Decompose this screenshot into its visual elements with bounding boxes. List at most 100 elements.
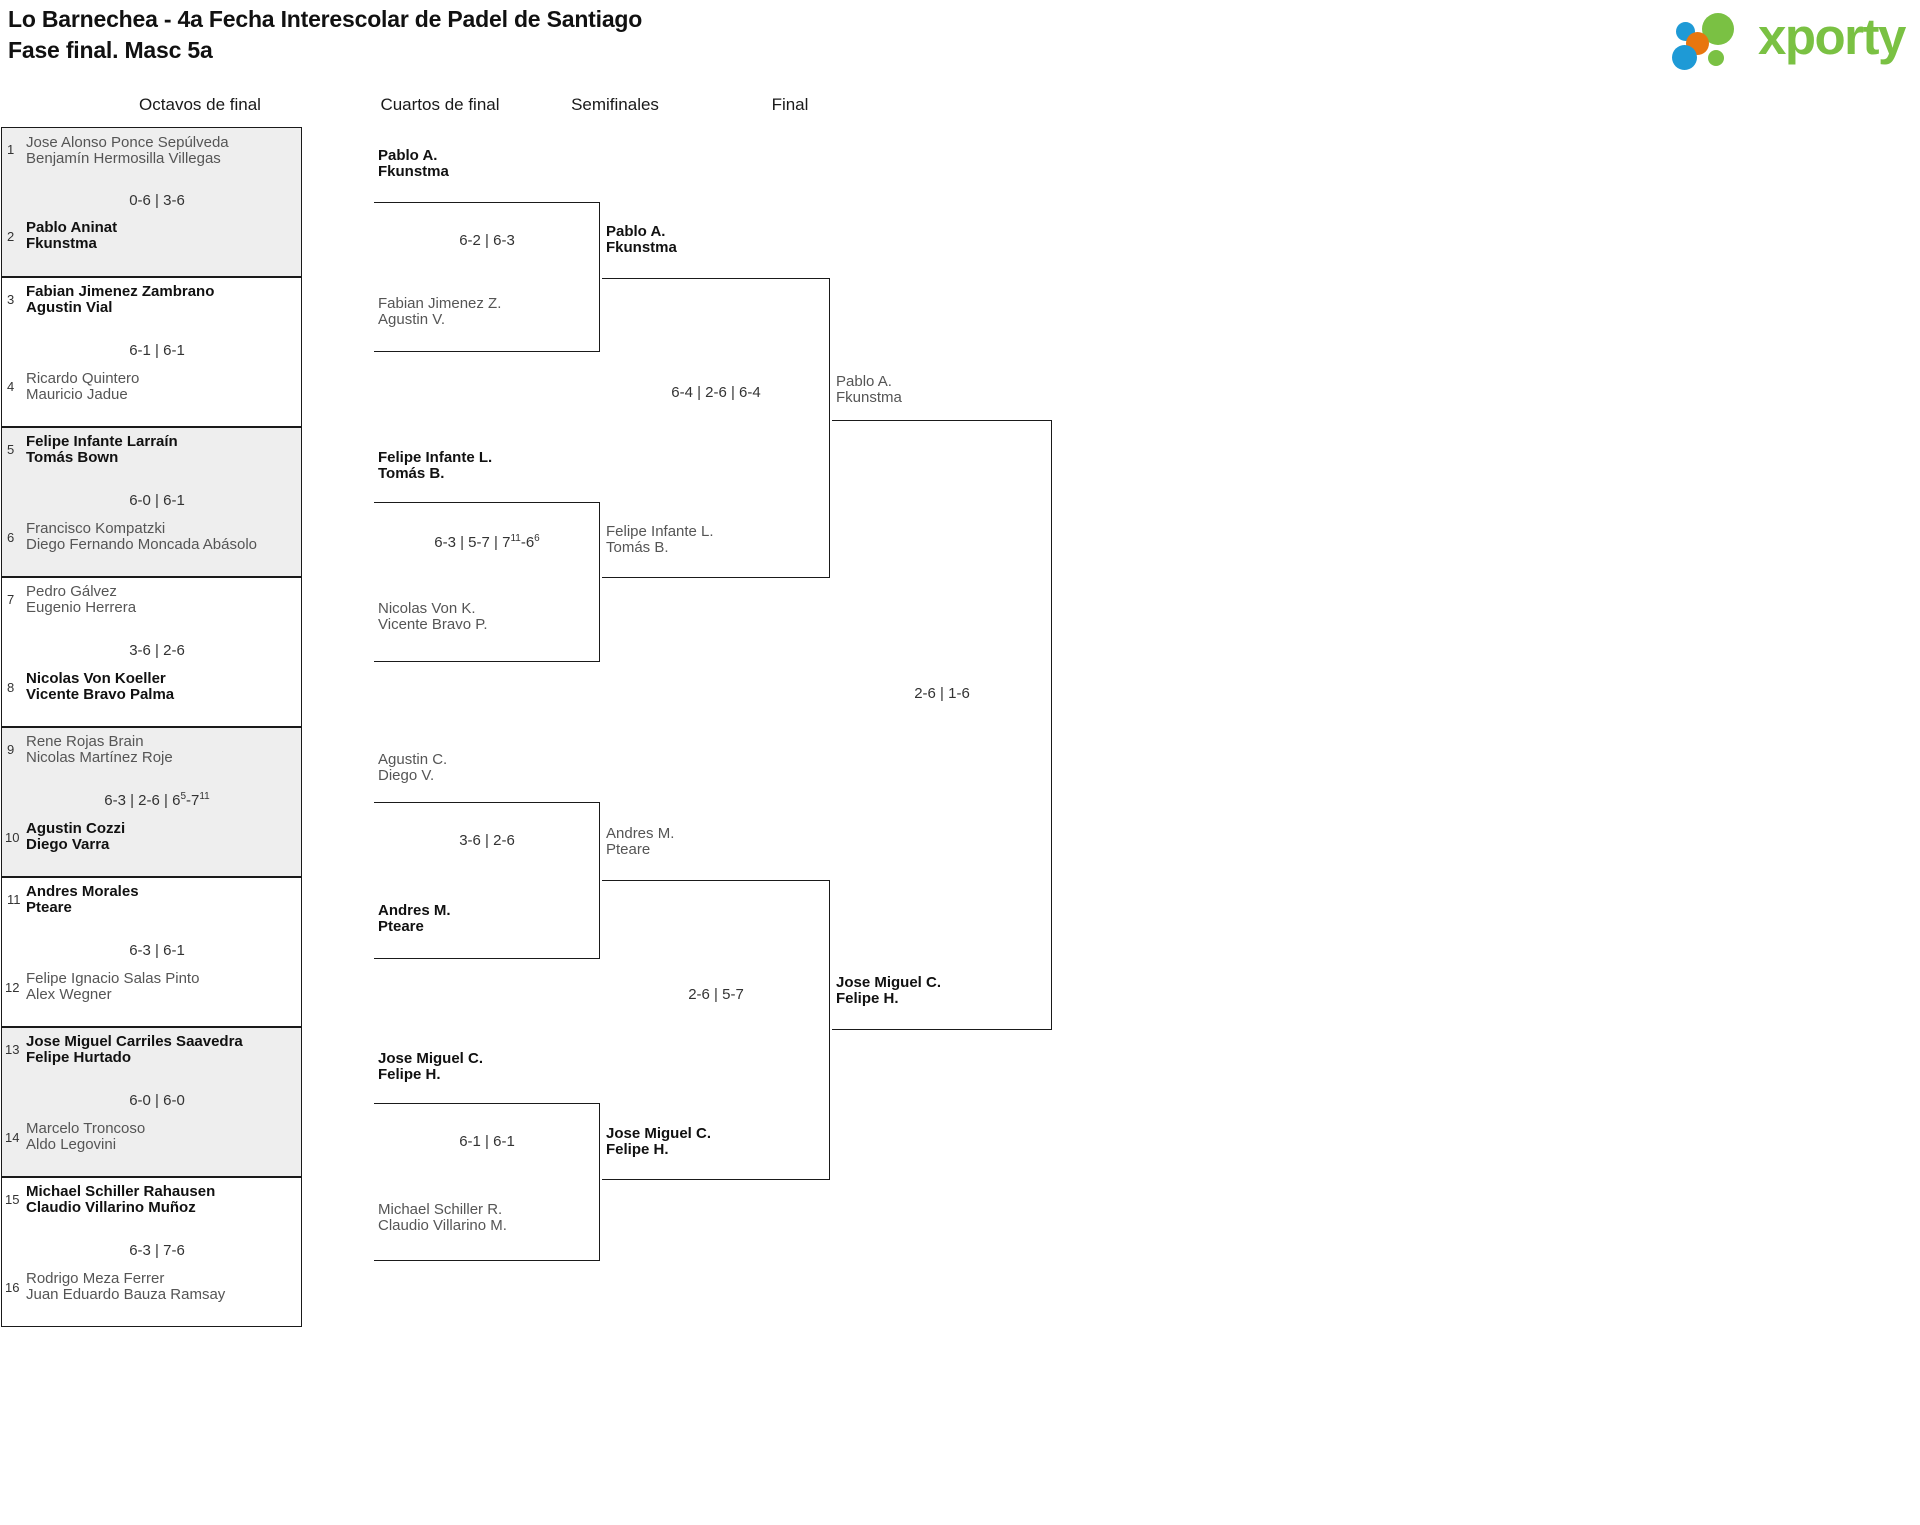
r16-score-2: 6-1 | 6-1 — [129, 342, 185, 359]
r16-score-6: 6-3 | 6-1 — [129, 942, 185, 959]
sf-team-2-top: Andres M. Pteare — [606, 825, 674, 858]
r16-seed-8: 8 — [7, 680, 15, 695]
player-name: Fkunstma — [378, 163, 449, 181]
player-name: Jose Miguel C. — [836, 974, 942, 991]
player-name: Marcelo Troncoso — [26, 1120, 146, 1137]
r16-seed-5: 5 — [7, 442, 15, 457]
player-name: Claudio Villarino M. — [378, 1217, 507, 1235]
r16-score-4: 3-6 | 2-6 — [129, 642, 185, 659]
r16-team-4: Ricardo Quintero Mauricio Jadue — [26, 370, 140, 403]
player-name: Pteare — [378, 918, 424, 936]
qf-score-1: 6-2 | 6-3 — [459, 232, 515, 249]
player-name: Diego Varra — [26, 836, 110, 854]
r16-team-14: Marcelo Troncoso Aldo Legovini — [26, 1120, 146, 1154]
player-name: Pablo A. — [378, 147, 438, 164]
round-header-final: Final — [771, 95, 809, 114]
title-line-2: Fase final. Masc 5a — [8, 36, 213, 63]
player-name: Francisco Kompatzki — [26, 520, 166, 537]
player-name: Ricardo Quintero — [26, 370, 140, 387]
player-name: Felipe Ignacio Salas Pinto — [26, 970, 200, 987]
r16-match-4[interactable] — [1, 577, 302, 727]
player-name: Fkunstma — [26, 235, 97, 253]
player-name: Jose Miguel Carriles Saavedra — [26, 1033, 243, 1050]
player-name: Pteare — [26, 899, 72, 917]
r16-team-6: Francisco Kompatzki Diego Fernando Monca… — [26, 520, 257, 554]
player-name: Rene Rojas Brain — [26, 733, 144, 750]
qf-score-3: 3-6 | 2-6 — [459, 832, 515, 849]
sf-team-1-top: Pablo A. Fkunstma — [606, 223, 677, 257]
r16-seed-1: 1 — [7, 142, 15, 157]
round-header-cuartos: Cuartos de final — [380, 95, 500, 114]
player-name: Felipe Infante Larraín — [26, 433, 178, 450]
r16-seed-15: 15 — [5, 1192, 20, 1207]
player-name: Felipe H. — [836, 990, 899, 1008]
player-name: Felipe H. — [606, 1141, 669, 1159]
r16-score-8: 6-3 | 7-6 — [129, 1242, 185, 1259]
r16-seed-7: 7 — [7, 592, 15, 607]
qf-score-2: 6-3 | 5-7 | 711-66 — [434, 533, 540, 552]
player-name: Agustin Cozzi — [26, 820, 126, 837]
sf-score-2: 2-6 | 5-7 — [688, 986, 744, 1003]
r16-seed-6: 6 — [7, 530, 15, 545]
r16-match-2[interactable] — [1, 277, 302, 427]
r16-team-2: Pablo Aninat Fkunstma — [26, 219, 118, 253]
player-name: Fkunstma — [606, 239, 677, 257]
qf-score-4: 6-1 | 6-1 — [459, 1133, 515, 1150]
player-name: Nicolas Von Koeller — [26, 670, 166, 687]
player-name: Pablo A. — [606, 223, 666, 240]
sf-connector-2 — [602, 880, 830, 1180]
player-name: Rodrigo Meza Ferrer — [26, 1270, 165, 1287]
player-name: Jose Alonso Ponce Sepúlveda — [26, 134, 229, 151]
qf-team-1-top: Pablo A. Fkunstma — [378, 147, 449, 181]
r16-seed-2: 2 — [7, 229, 15, 244]
r16-match-6[interactable] — [1, 877, 302, 1027]
r16-seed-16: 16 — [5, 1280, 20, 1295]
qf-team-3-top: Agustin C. Diego V. — [378, 751, 448, 785]
player-name: Juan Eduardo Bauza Ramsay — [26, 1286, 226, 1304]
qf-team-2-bottom: Nicolas Von K. Vicente Bravo P. — [378, 600, 488, 634]
player-name: Felipe H. — [378, 1066, 441, 1084]
player-name: Agustin C. — [378, 751, 448, 768]
qf-connector-3 — [374, 802, 600, 959]
r16-score-3: 6-0 | 6-1 — [129, 492, 185, 509]
player-name: Diego Fernando Moncada Abásolo — [26, 536, 257, 554]
player-name: Agustin Vial — [26, 299, 113, 317]
r16-match-7[interactable] — [1, 1027, 302, 1177]
r16-team-1: Jose Alonso Ponce Sepúlveda Benjamín Her… — [26, 134, 229, 167]
r16-team-13: Jose Miguel Carriles Saavedra Felipe Hur… — [26, 1033, 243, 1066]
r16-match-3[interactable] — [1, 427, 302, 577]
qf-team-3-bottom: Andres M. Pteare — [378, 902, 451, 936]
player-name: Pablo A. — [836, 373, 892, 390]
r16-score-1: 0-6 | 3-6 — [129, 192, 185, 209]
qf-team-2-top: Felipe Infante L. Tomás B. — [378, 449, 492, 482]
title-line-1: Lo Barnechea - 4a Fecha Interescolar de … — [8, 6, 643, 32]
player-name: Aldo Legovini — [26, 1136, 117, 1154]
player-name: Pablo Aninat — [26, 219, 118, 236]
logo-dot-blue-large — [1672, 45, 1697, 70]
r16-seed-3: 3 — [7, 292, 15, 307]
r16-match-8[interactable] — [1, 1177, 302, 1327]
r16-seed-14: 14 — [5, 1130, 20, 1145]
qf-connector-1 — [374, 202, 600, 352]
r16-match-5[interactable] — [1, 727, 302, 877]
player-name: Michael Schiller Rahausen — [26, 1183, 216, 1200]
player-name: Fabian Jimenez Z. — [378, 295, 502, 312]
qf-team-4-top: Jose Miguel C. Felipe H. — [378, 1050, 484, 1084]
player-name: Pedro Gálvez — [26, 583, 117, 600]
r16-seed-13: 13 — [5, 1042, 20, 1057]
sf-connector-1 — [602, 278, 830, 578]
qf-connector-2 — [374, 502, 600, 662]
player-name: Tomás Bown — [26, 449, 119, 467]
r16-match-1[interactable] — [1, 127, 302, 277]
round-header-semifinales: Semifinales — [571, 95, 659, 114]
r16-team-12: Felipe Ignacio Salas Pinto Alex Wegner — [26, 970, 200, 1003]
final-team-top: Pablo A. Fkunstma — [836, 373, 902, 406]
player-name: Michael Schiller R. — [378, 1201, 503, 1218]
player-name: Jose Miguel C. — [378, 1050, 484, 1067]
logo-dot-green-small — [1708, 50, 1724, 66]
xporty-logo[interactable]: xporty — [1672, 8, 1906, 70]
player-name: Diego V. — [378, 767, 435, 785]
player-name: Vicente Bravo P. — [378, 616, 488, 634]
qf-connector-4 — [374, 1103, 600, 1261]
